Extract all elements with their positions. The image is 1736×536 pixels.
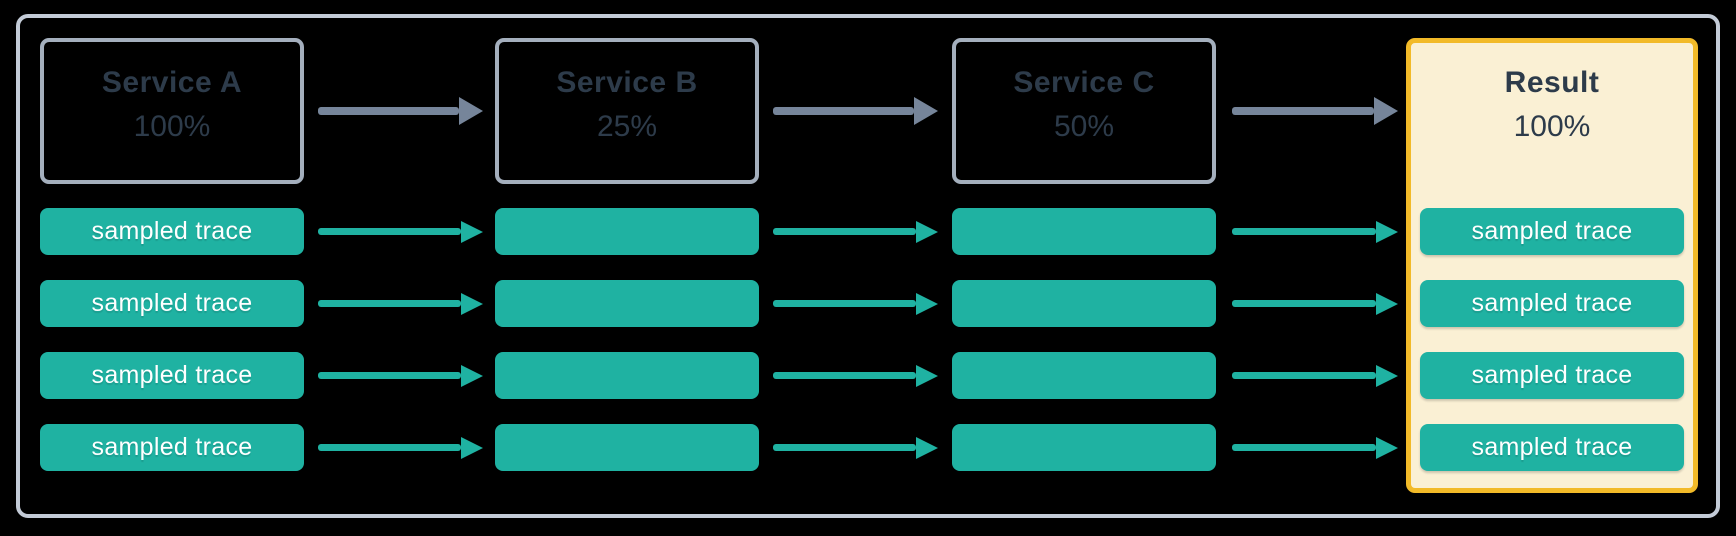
diagram-frame — [16, 14, 1720, 518]
service-b-label: Service B — [556, 66, 698, 99]
trace-flow-arrow-3-row-3 — [1232, 372, 1376, 379]
service-c-trace-bar — [952, 208, 1216, 255]
trace-flow-arrow-1-row-2 — [318, 300, 461, 307]
service-a-rate: 100% — [133, 110, 211, 143]
result-trace-bar: sampled trace — [1420, 208, 1684, 255]
trace-bar-label: sampled trace — [1471, 289, 1633, 317]
trace-flow-arrow-2-row-4 — [773, 444, 916, 451]
service-c-trace-bar — [952, 352, 1216, 399]
result-trace-bar: sampled trace — [1420, 424, 1684, 471]
service-a-label: Service A — [101, 66, 243, 99]
result-label: Result — [1504, 66, 1600, 99]
service-c-rate: 50% — [1053, 110, 1115, 143]
service-a-trace-bar: sampled trace — [40, 424, 304, 471]
trace-flow-arrow-2-row-2 — [773, 300, 916, 307]
service-a-trace-bar: sampled trace — [40, 352, 304, 399]
trace-flow-arrow-3-row-4 — [1232, 444, 1376, 451]
service-b-rate: 25% — [596, 110, 658, 143]
trace-flow-arrow-3-row-2 — [1232, 300, 1376, 307]
trace-bar-label: sampled trace — [91, 433, 253, 461]
result-trace-bar: sampled trace — [1420, 280, 1684, 327]
service-b-trace-bar — [495, 424, 759, 471]
trace-bar-label: sampled trace — [91, 217, 253, 245]
trace-bar-label: sampled trace — [1471, 217, 1633, 245]
service-a-trace-bar: sampled trace — [40, 208, 304, 255]
service-c-trace-bar — [952, 280, 1216, 327]
trace-bar-label: sampled trace — [1471, 433, 1633, 461]
service-c-trace-bar — [952, 424, 1216, 471]
trace-flow-arrow-1-row-4 — [318, 444, 461, 451]
trace-flow-arrow-1-row-1 — [318, 228, 461, 235]
service-b-trace-bar — [495, 280, 759, 327]
service-flow-arrow-1 — [318, 107, 459, 115]
trace-flow-arrow-1-row-3 — [318, 372, 461, 379]
trace-bar-label: sampled trace — [1471, 361, 1633, 389]
service-flow-arrow-3 — [1232, 107, 1374, 115]
service-a-box: Service A 100% — [40, 38, 304, 184]
result-header: Result 100% — [1406, 38, 1698, 149]
service-a-trace-bar: sampled trace — [40, 280, 304, 327]
trace-bar-label: sampled trace — [91, 289, 253, 317]
service-c-box: Service C 50% — [952, 38, 1216, 184]
service-b-box: Service B 25% — [495, 38, 759, 184]
service-b-trace-bar — [495, 208, 759, 255]
service-flow-arrow-2 — [773, 107, 914, 115]
service-c-label: Service C — [1013, 66, 1155, 99]
service-b-trace-bar — [495, 352, 759, 399]
trace-bar-label: sampled trace — [91, 361, 253, 389]
result-rate: 100% — [1513, 110, 1591, 143]
result-box — [1406, 38, 1698, 493]
trace-flow-arrow-2-row-1 — [773, 228, 916, 235]
trace-flow-arrow-2-row-3 — [773, 372, 916, 379]
result-trace-bar: sampled trace — [1420, 352, 1684, 399]
trace-flow-arrow-3-row-1 — [1232, 228, 1376, 235]
